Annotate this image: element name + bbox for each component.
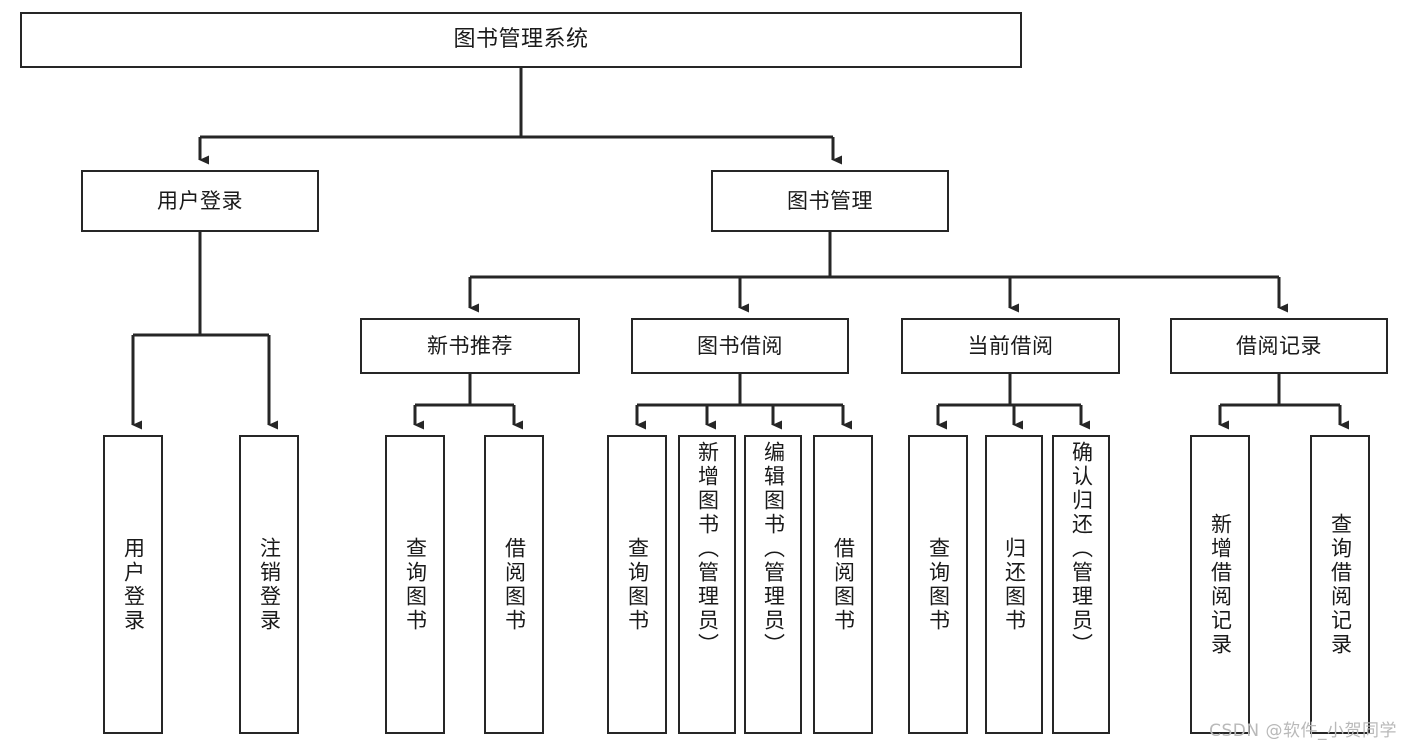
leaf-newbook-query-book[interactable]: 查询图书 <box>385 435 445 734</box>
leaf-current-query-book[interactable]: 查询图书 <box>908 435 968 734</box>
leaf-records-query-record[interactable]: 查询借阅记录 <box>1310 435 1370 734</box>
leaf-current-return-book-label: 归还图书 <box>1002 536 1027 633</box>
leaf-records-add-record[interactable]: 新增借阅记录 <box>1190 435 1250 734</box>
leaf-user-logout-label: 注销登录 <box>257 536 282 633</box>
node-root[interactable]: 图书管理系统 <box>20 12 1022 68</box>
node-borrow-records[interactable]: 借阅记录 <box>1170 318 1388 374</box>
leaf-borrow-borrow-book[interactable]: 借阅图书 <box>813 435 873 734</box>
leaf-user-logout[interactable]: 注销登录 <box>239 435 299 734</box>
node-book-management[interactable]: 图书管理 <box>711 170 949 232</box>
node-user-login-label: 用户登录 <box>157 188 243 213</box>
node-current-borrow[interactable]: 当前借阅 <box>901 318 1120 374</box>
leaf-user-login-label: 用户登录 <box>121 536 146 633</box>
node-book-borrow-label: 图书借阅 <box>697 333 783 358</box>
leaf-borrow-edit-book-admin[interactable]: 编辑图书（管理员） <box>744 435 802 734</box>
leaf-current-return-book[interactable]: 归还图书 <box>985 435 1043 734</box>
node-book-management-label: 图书管理 <box>787 188 873 213</box>
leaf-newbook-query-book-label: 查询图书 <box>403 536 428 633</box>
leaf-borrow-edit-book-admin-label: 编辑图书（管理员） <box>761 441 786 657</box>
node-current-borrow-label: 当前借阅 <box>967 333 1054 358</box>
leaf-current-confirm-return-admin-label: 确认归还（管理员） <box>1069 441 1094 657</box>
leaf-current-query-book-label: 查询图书 <box>926 536 951 633</box>
leaf-current-confirm-return-admin[interactable]: 确认归还（管理员） <box>1052 435 1110 734</box>
leaf-borrow-query-book-label: 查询图书 <box>625 536 650 633</box>
leaf-borrow-add-book-admin[interactable]: 新增图书（管理员） <box>678 435 736 734</box>
node-root-label: 图书管理系统 <box>453 27 589 52</box>
leaf-borrow-query-book[interactable]: 查询图书 <box>607 435 667 734</box>
leaf-newbook-borrow-book[interactable]: 借阅图书 <box>484 435 544 734</box>
node-new-book-recommend[interactable]: 新书推荐 <box>360 318 580 374</box>
leaf-borrow-add-book-admin-label: 新增图书（管理员） <box>695 441 720 657</box>
leaf-borrow-borrow-book-label: 借阅图书 <box>831 536 856 633</box>
node-new-book-recommend-label: 新书推荐 <box>427 333 513 358</box>
leaf-records-query-record-label: 查询借阅记录 <box>1328 512 1353 657</box>
node-user-login[interactable]: 用户登录 <box>81 170 319 232</box>
node-book-borrow[interactable]: 图书借阅 <box>631 318 849 374</box>
leaf-records-add-record-label: 新增借阅记录 <box>1208 512 1233 657</box>
node-borrow-records-label: 借阅记录 <box>1236 333 1322 358</box>
leaf-newbook-borrow-book-label: 借阅图书 <box>502 536 527 633</box>
leaf-user-login[interactable]: 用户登录 <box>103 435 163 734</box>
watermark: CSDN @软件_小贺同学 <box>1209 721 1397 741</box>
